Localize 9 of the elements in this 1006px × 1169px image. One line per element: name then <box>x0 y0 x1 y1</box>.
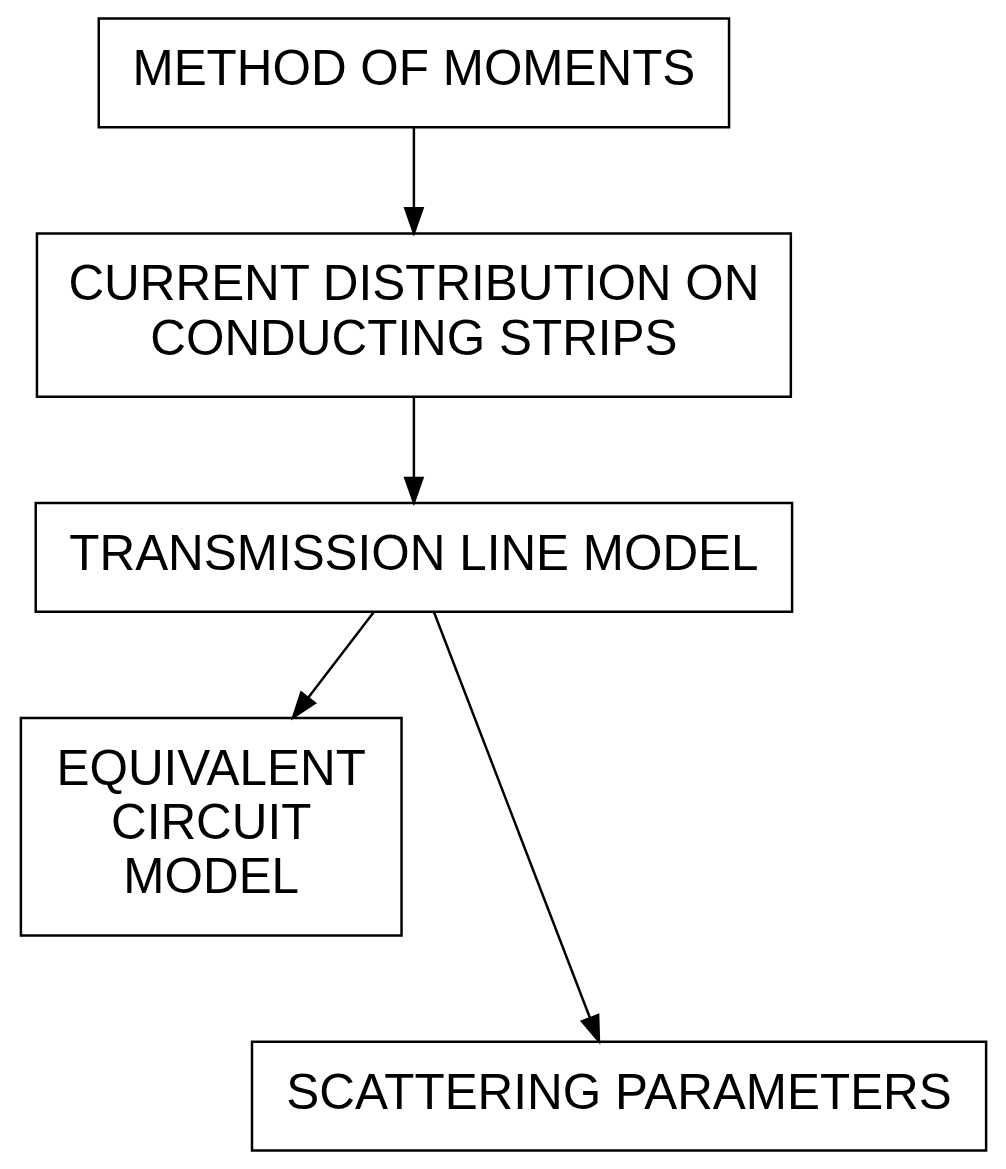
node-box: METHOD OF MOMENTS <box>97 17 730 129</box>
node-box: EQUIVALENT CIRCUIT MODEL <box>19 716 403 937</box>
node-box: TRANSMISSION LINE MODEL <box>34 501 793 613</box>
arrow <box>403 397 424 507</box>
node-box: SCATTERING PARAMETERS <box>250 1040 987 1152</box>
arrow <box>290 611 375 721</box>
node-box: CURRENT DISTRIBUTION ON CONDUCTING STRIPS <box>35 232 792 398</box>
arrow <box>432 611 600 1045</box>
arrow <box>403 128 424 237</box>
